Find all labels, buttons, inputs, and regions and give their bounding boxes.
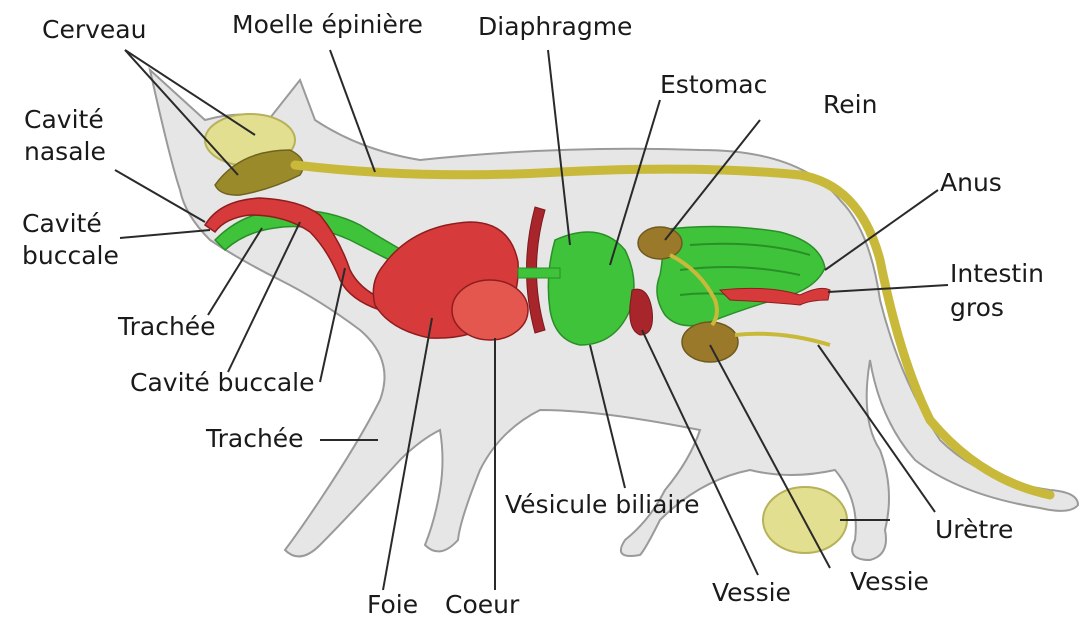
label-intestin-1: Intestin <box>950 258 1044 289</box>
label-trachee-top: Trachée <box>118 312 216 342</box>
label-anus: Anus <box>940 168 1002 198</box>
label-cavite-nasale-1: Cavité <box>24 104 104 135</box>
label-cavite-buccale-low: Cavité buccale <box>130 368 315 398</box>
esophagus-stomach-link <box>518 268 560 278</box>
label-cavite-buccale-2: buccale <box>22 240 119 271</box>
label-trachee-low: Trachée <box>206 424 304 454</box>
label-coeur: Coeur <box>445 590 519 620</box>
bladder-internal <box>682 322 738 362</box>
leader-cavite-buccale <box>120 230 210 238</box>
heart <box>452 280 528 340</box>
label-cavite-nasale-2: nasale <box>24 136 106 167</box>
label-vessie-right: Vessie <box>850 567 929 597</box>
label-estomac: Estomac <box>660 70 767 100</box>
label-intestin-2: gros <box>950 292 1004 323</box>
label-rein: Rein <box>823 90 877 120</box>
kidney <box>638 227 682 259</box>
label-vesicule-biliaire: Vésicule biliaire <box>505 490 699 520</box>
label-cerveau: Cerveau <box>42 15 146 45</box>
label-foie: Foie <box>367 590 418 620</box>
label-diaphragme: Diaphragme <box>478 12 632 42</box>
label-uretre: Urètre <box>935 515 1013 545</box>
label-vessie-mid: Vessie <box>712 578 791 608</box>
label-moelle-epiniere: Moelle épinière <box>232 10 423 40</box>
label-cavite-buccale-1: Cavité <box>22 208 102 239</box>
